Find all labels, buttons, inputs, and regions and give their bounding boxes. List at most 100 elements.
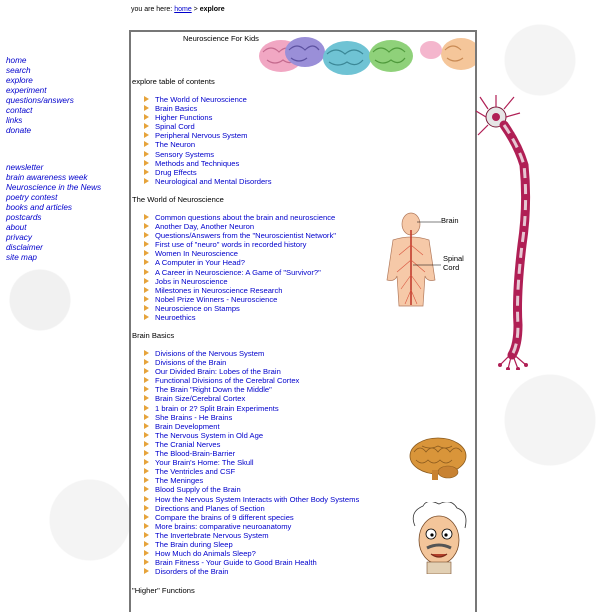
toc-link[interactable]: Sensory Systems bbox=[155, 149, 215, 159]
nav-links[interactable]: links bbox=[6, 116, 23, 125]
label-brain: Brain bbox=[441, 216, 459, 225]
basics-link[interactable]: 1 brain or 2? Split Brain Experiments bbox=[155, 403, 279, 413]
brain-pink-small-icon bbox=[420, 41, 442, 59]
nav-privacy[interactable]: privacy bbox=[6, 233, 32, 242]
axon-terminal-icon bbox=[498, 352, 528, 370]
toc-link[interactable]: Spinal Cord bbox=[155, 122, 195, 132]
basics-link[interactable]: Compare the brains of 9 different specie… bbox=[155, 512, 294, 522]
basics-link[interactable]: Divisions of the Nervous System bbox=[155, 349, 265, 358]
world-link[interactable]: Neuroethics bbox=[155, 313, 196, 323]
basics-link[interactable]: Disorders of the Brain bbox=[155, 567, 229, 577]
basics-link[interactable]: How the Nervous System Interacts with Ot… bbox=[155, 494, 360, 504]
basics-link[interactable]: More brains: comparative neuroanatomy bbox=[155, 521, 292, 531]
neuron-cell-body-icon bbox=[475, 95, 521, 136]
toc-link[interactable]: Methods and Techniques bbox=[155, 158, 240, 168]
basics-link[interactable]: The Nervous System in Old Age bbox=[155, 430, 264, 440]
basics-link[interactable]: Brain Size/Cerebral Cortex bbox=[155, 394, 246, 404]
list-item: The Meninges bbox=[144, 476, 359, 485]
nav-brain-awareness-week[interactable]: brain awareness week bbox=[6, 173, 88, 182]
world-link[interactable]: Jobs in Neuroscience bbox=[155, 276, 228, 286]
basics-link[interactable]: How Much do Animals Sleep? bbox=[155, 549, 256, 559]
list-item: Milestones in Neuroscience Research bbox=[144, 286, 336, 295]
list-item: The Brain "Right Down the Middle" bbox=[144, 385, 359, 394]
list-item: 1 brain or 2? Split Brain Experiments bbox=[144, 404, 359, 413]
list-item: Brain Basics bbox=[144, 104, 272, 113]
nav-questions-answers[interactable]: questions/answers bbox=[6, 96, 74, 105]
label-spinal-cord: Spinal Cord bbox=[443, 254, 464, 272]
nav-books-articles[interactable]: books and articles bbox=[6, 203, 72, 212]
list-item: Sensory Systems bbox=[144, 150, 272, 159]
list-item: Peripheral Nervous System bbox=[144, 131, 272, 140]
nav-poetry-contest[interactable]: poetry contest bbox=[6, 193, 58, 202]
basics-link[interactable]: Our Divided Brain: Lobes of the Brain bbox=[155, 367, 281, 377]
basics-link[interactable]: Brain Development bbox=[155, 421, 220, 431]
basics-link[interactable]: Blood Supply of the Brain bbox=[155, 485, 241, 495]
world-link[interactable]: Nobel Prize Winners - Neuroscience bbox=[155, 294, 278, 304]
list-item: Blood Supply of the Brain bbox=[144, 485, 359, 494]
breadcrumb-home-link[interactable]: home bbox=[174, 6, 192, 13]
list-item: The Neuron bbox=[144, 140, 272, 149]
basics-link[interactable]: Functional Divisions of the Cerebral Cor… bbox=[155, 376, 300, 386]
world-link[interactable]: First use of "neuro" words in recorded h… bbox=[155, 240, 307, 250]
einstein-cartoon-icon bbox=[412, 502, 467, 574]
list-item: Higher Functions bbox=[144, 113, 272, 122]
nav-search[interactable]: search bbox=[6, 66, 31, 75]
world-link[interactable]: Questions/Answers from the "Neuroscienti… bbox=[155, 231, 336, 241]
basics-link[interactable]: The Blood-Brain-Barrier bbox=[155, 449, 236, 459]
nav-newsletter[interactable]: newsletter bbox=[6, 163, 44, 172]
world-link[interactable]: A Career in Neuroscience: A Game of "Sur… bbox=[155, 267, 321, 277]
brain-banner bbox=[259, 37, 475, 75]
list-item: Common questions about the brain and neu… bbox=[144, 213, 336, 222]
list-item: Neuroethics bbox=[144, 313, 336, 322]
list-item: Your Brain's Home: The Skull bbox=[144, 458, 359, 467]
basics-link[interactable]: Brain Fitness - Your Guide to Good Brain… bbox=[155, 558, 317, 568]
list-item: She Brains - He Brains bbox=[144, 413, 359, 422]
world-link[interactable]: Women In Neuroscience bbox=[155, 249, 239, 259]
basics-link[interactable]: Your Brain's Home: The Skull bbox=[155, 458, 254, 468]
world-link[interactable]: Neuroscience on Stamps bbox=[155, 303, 240, 313]
basics-link[interactable]: The Invertebrate Nervous System bbox=[155, 530, 269, 540]
basics-list: Divisions of the Nervous System Division… bbox=[144, 349, 359, 576]
list-item: Another Day, Another Neuron bbox=[144, 222, 336, 231]
toc-link[interactable]: Drug Effects bbox=[155, 167, 197, 177]
nav-neuroscience-news[interactable]: Neuroscience in the News bbox=[6, 183, 102, 192]
basics-heading: Brain Basics bbox=[132, 331, 175, 340]
label-spinal: Spinal bbox=[443, 254, 464, 263]
toc-link[interactable]: Peripheral Nervous System bbox=[155, 131, 248, 141]
basics-link[interactable]: The Ventricles and CSF bbox=[155, 467, 236, 477]
nav-donate[interactable]: donate bbox=[6, 126, 32, 135]
nav-disclaimer[interactable]: disclaimer bbox=[6, 243, 43, 252]
world-link[interactable]: Common questions about the brain and neu… bbox=[155, 213, 336, 222]
list-item: Disorders of the Brain bbox=[144, 567, 359, 576]
list-item: Our Divided Brain: Lobes of the Brain bbox=[144, 367, 359, 376]
toc-list: The World of Neuroscience Brain Basics H… bbox=[144, 95, 272, 186]
nav-contact[interactable]: contact bbox=[6, 106, 33, 115]
nav-postcards[interactable]: postcards bbox=[6, 213, 42, 222]
neuron-illustration bbox=[475, 95, 531, 370]
nav-site-map[interactable]: site map bbox=[6, 253, 37, 262]
breadcrumb-separator: > bbox=[191, 6, 200, 13]
basics-link[interactable]: The Cranial Nerves bbox=[155, 439, 221, 449]
toc-heading: explore table of contents bbox=[132, 77, 215, 86]
world-link[interactable]: A Computer in Your Head? bbox=[155, 258, 245, 268]
basics-link[interactable]: The Brain during Sleep bbox=[155, 539, 233, 549]
basics-link[interactable]: The Brain "Right Down the Middle" bbox=[155, 385, 272, 395]
toc-link[interactable]: The Neuron bbox=[155, 140, 196, 150]
basics-link[interactable]: The Meninges bbox=[155, 476, 204, 486]
toc-link[interactable]: Brain Basics bbox=[155, 104, 198, 114]
toc-link[interactable]: Higher Functions bbox=[155, 113, 213, 123]
basics-link[interactable]: Divisions of the Brain bbox=[155, 358, 227, 368]
nav-experiment[interactable]: experiment bbox=[6, 86, 47, 95]
toc-link[interactable]: The World of Neuroscience bbox=[155, 95, 247, 104]
nav-explore[interactable]: explore bbox=[6, 76, 33, 85]
world-link[interactable]: Another Day, Another Neuron bbox=[155, 222, 255, 232]
toc-link[interactable]: Neurological and Mental Disorders bbox=[155, 176, 272, 186]
world-link[interactable]: Milestones in Neuroscience Research bbox=[155, 285, 283, 295]
list-item: The Blood-Brain-Barrier bbox=[144, 449, 359, 458]
left-navigation: home search explore experiment questions… bbox=[6, 56, 126, 263]
nav-about[interactable]: about bbox=[6, 223, 27, 232]
list-item: Brain Size/Cerebral Cortex bbox=[144, 394, 359, 403]
nav-home[interactable]: home bbox=[6, 56, 27, 65]
basics-link[interactable]: Directions and Planes of Section bbox=[155, 503, 265, 513]
basics-link[interactable]: She Brains - He Brains bbox=[155, 412, 233, 422]
